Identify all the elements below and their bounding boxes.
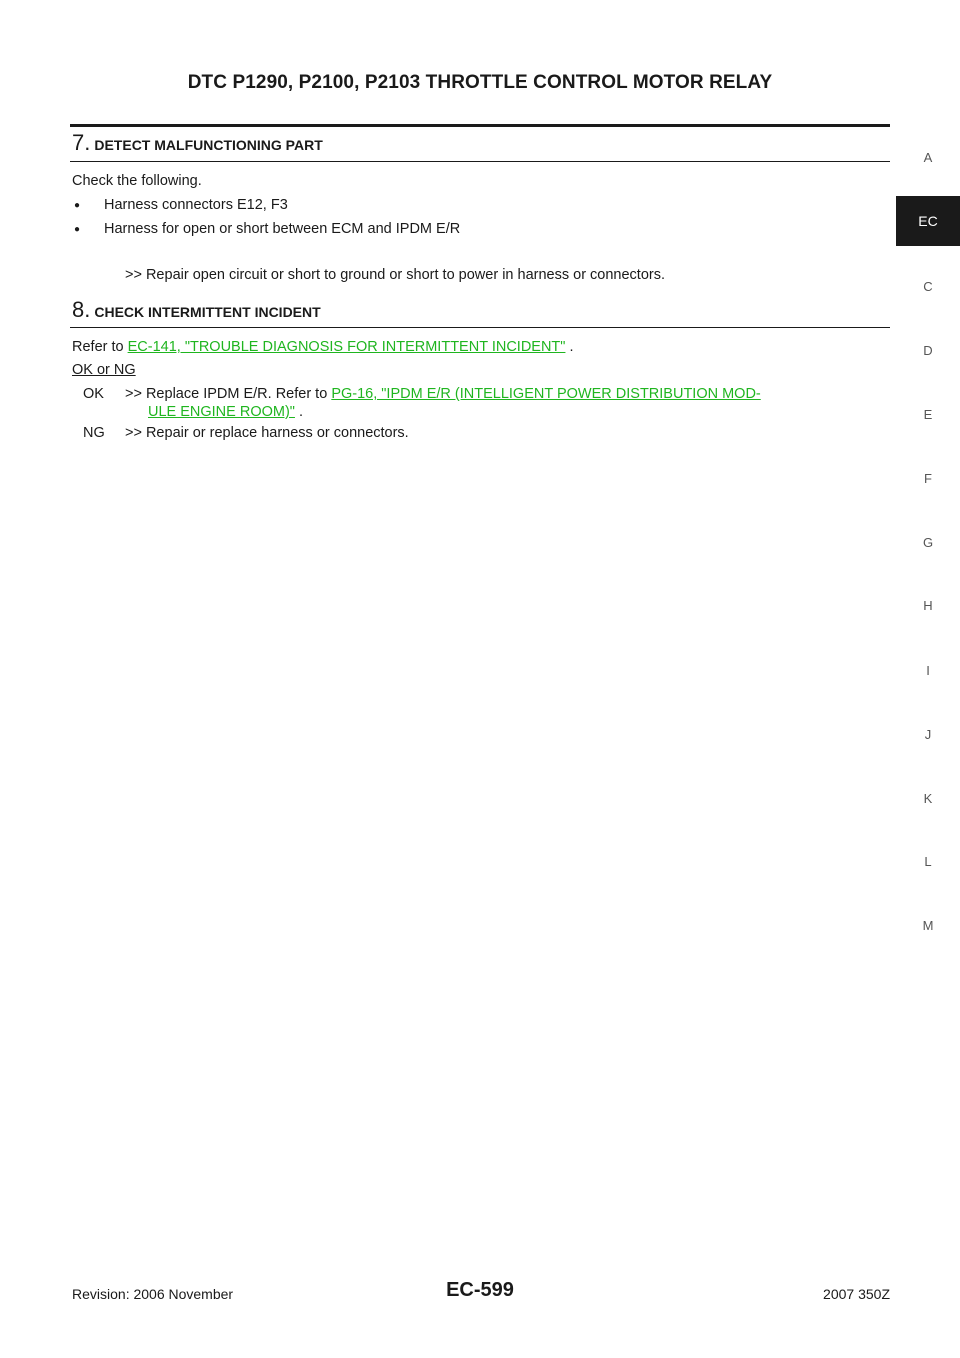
sidebar-tab-a[interactable]: A: [923, 150, 933, 165]
footer-revision: Revision: 2006 November: [72, 1286, 234, 1302]
sidebar-tab-c[interactable]: C: [923, 279, 933, 294]
step-7-rule: [70, 161, 890, 162]
ok-result: >> Replace IPDM E/R. Refer to PG-16, "IP…: [125, 385, 761, 403]
pg-16-link-cont[interactable]: ULE ENGINE ROOM)": [148, 404, 295, 420]
step-7-bullet-2: Harness for open or short between ECM an…: [104, 221, 461, 237]
step-8-refer: Refer to EC-141, "TROUBLE DIAGNOSIS FOR …: [72, 338, 574, 356]
sidebar-tab-active[interactable]: EC: [896, 196, 960, 246]
step-8-title: CHECK INTERMITTENT INCIDENT: [94, 304, 321, 320]
bullet-icon: ●: [74, 200, 81, 211]
sidebar-tab-f[interactable]: F: [924, 471, 932, 486]
sidebar-tab-e[interactable]: E: [923, 407, 933, 422]
header-rule: [70, 124, 890, 127]
ok-result-suffix: .: [294, 404, 304, 420]
step-8-rule: [70, 327, 890, 328]
sidebar-tab-h[interactable]: H: [923, 598, 933, 613]
step-8-heading: 8. CHECK INTERMITTENT INCIDENT: [72, 297, 321, 323]
pg-16-link[interactable]: PG-16, "IPDM E/R (INTELLIGENT POWER DIST…: [331, 386, 761, 402]
ok-label: OK: [83, 386, 104, 402]
page-title: DTC P1290, P2100, P2103 THROTTLE CONTROL…: [187, 72, 773, 93]
step-7-title: DETECT MALFUNCTIONING PART: [94, 137, 323, 153]
sidebar-tab-g[interactable]: G: [922, 535, 934, 550]
ok-or-ng-label: OK or NG: [72, 362, 136, 378]
ng-result: >> Repair or replace harness or connecto…: [125, 425, 409, 441]
step-8-number: 8.: [72, 297, 91, 322]
ok-result-cont: ULE ENGINE ROOM)" .: [148, 403, 303, 421]
sidebar-tab-k[interactable]: K: [923, 791, 933, 806]
step-7-bullet-1: Harness connectors E12, F3: [104, 197, 288, 213]
footer-model: 2007 350Z: [823, 1286, 890, 1302]
sidebar-index: A C D E F G H I J K L M: [896, 0, 960, 1358]
sidebar-tab-i[interactable]: I: [926, 663, 930, 678]
bullet-icon: ●: [74, 224, 81, 235]
step-8-refer-suffix: .: [565, 339, 574, 355]
step-7-result: >> Repair open circuit or short to groun…: [125, 267, 666, 283]
sidebar-tab-l[interactable]: L: [924, 854, 932, 869]
step-7-number: 7.: [72, 130, 91, 155]
step-7-heading: 7. DETECT MALFUNCTIONING PART: [72, 130, 323, 156]
step-7-intro: Check the following.: [72, 173, 202, 189]
sidebar-tab-d[interactable]: D: [923, 343, 933, 358]
footer-page-number: EC-599: [446, 1279, 514, 1301]
ok-result-text: >> Replace IPDM E/R. Refer to: [125, 386, 332, 402]
sidebar-tab-j[interactable]: J: [924, 727, 932, 742]
ec-141-link[interactable]: EC-141, "TROUBLE DIAGNOSIS FOR INTERMITT…: [127, 339, 566, 355]
ng-label: NG: [83, 425, 105, 441]
sidebar-tab-m[interactable]: M: [922, 918, 934, 933]
step-8-refer-prefix: Refer to: [72, 339, 128, 355]
